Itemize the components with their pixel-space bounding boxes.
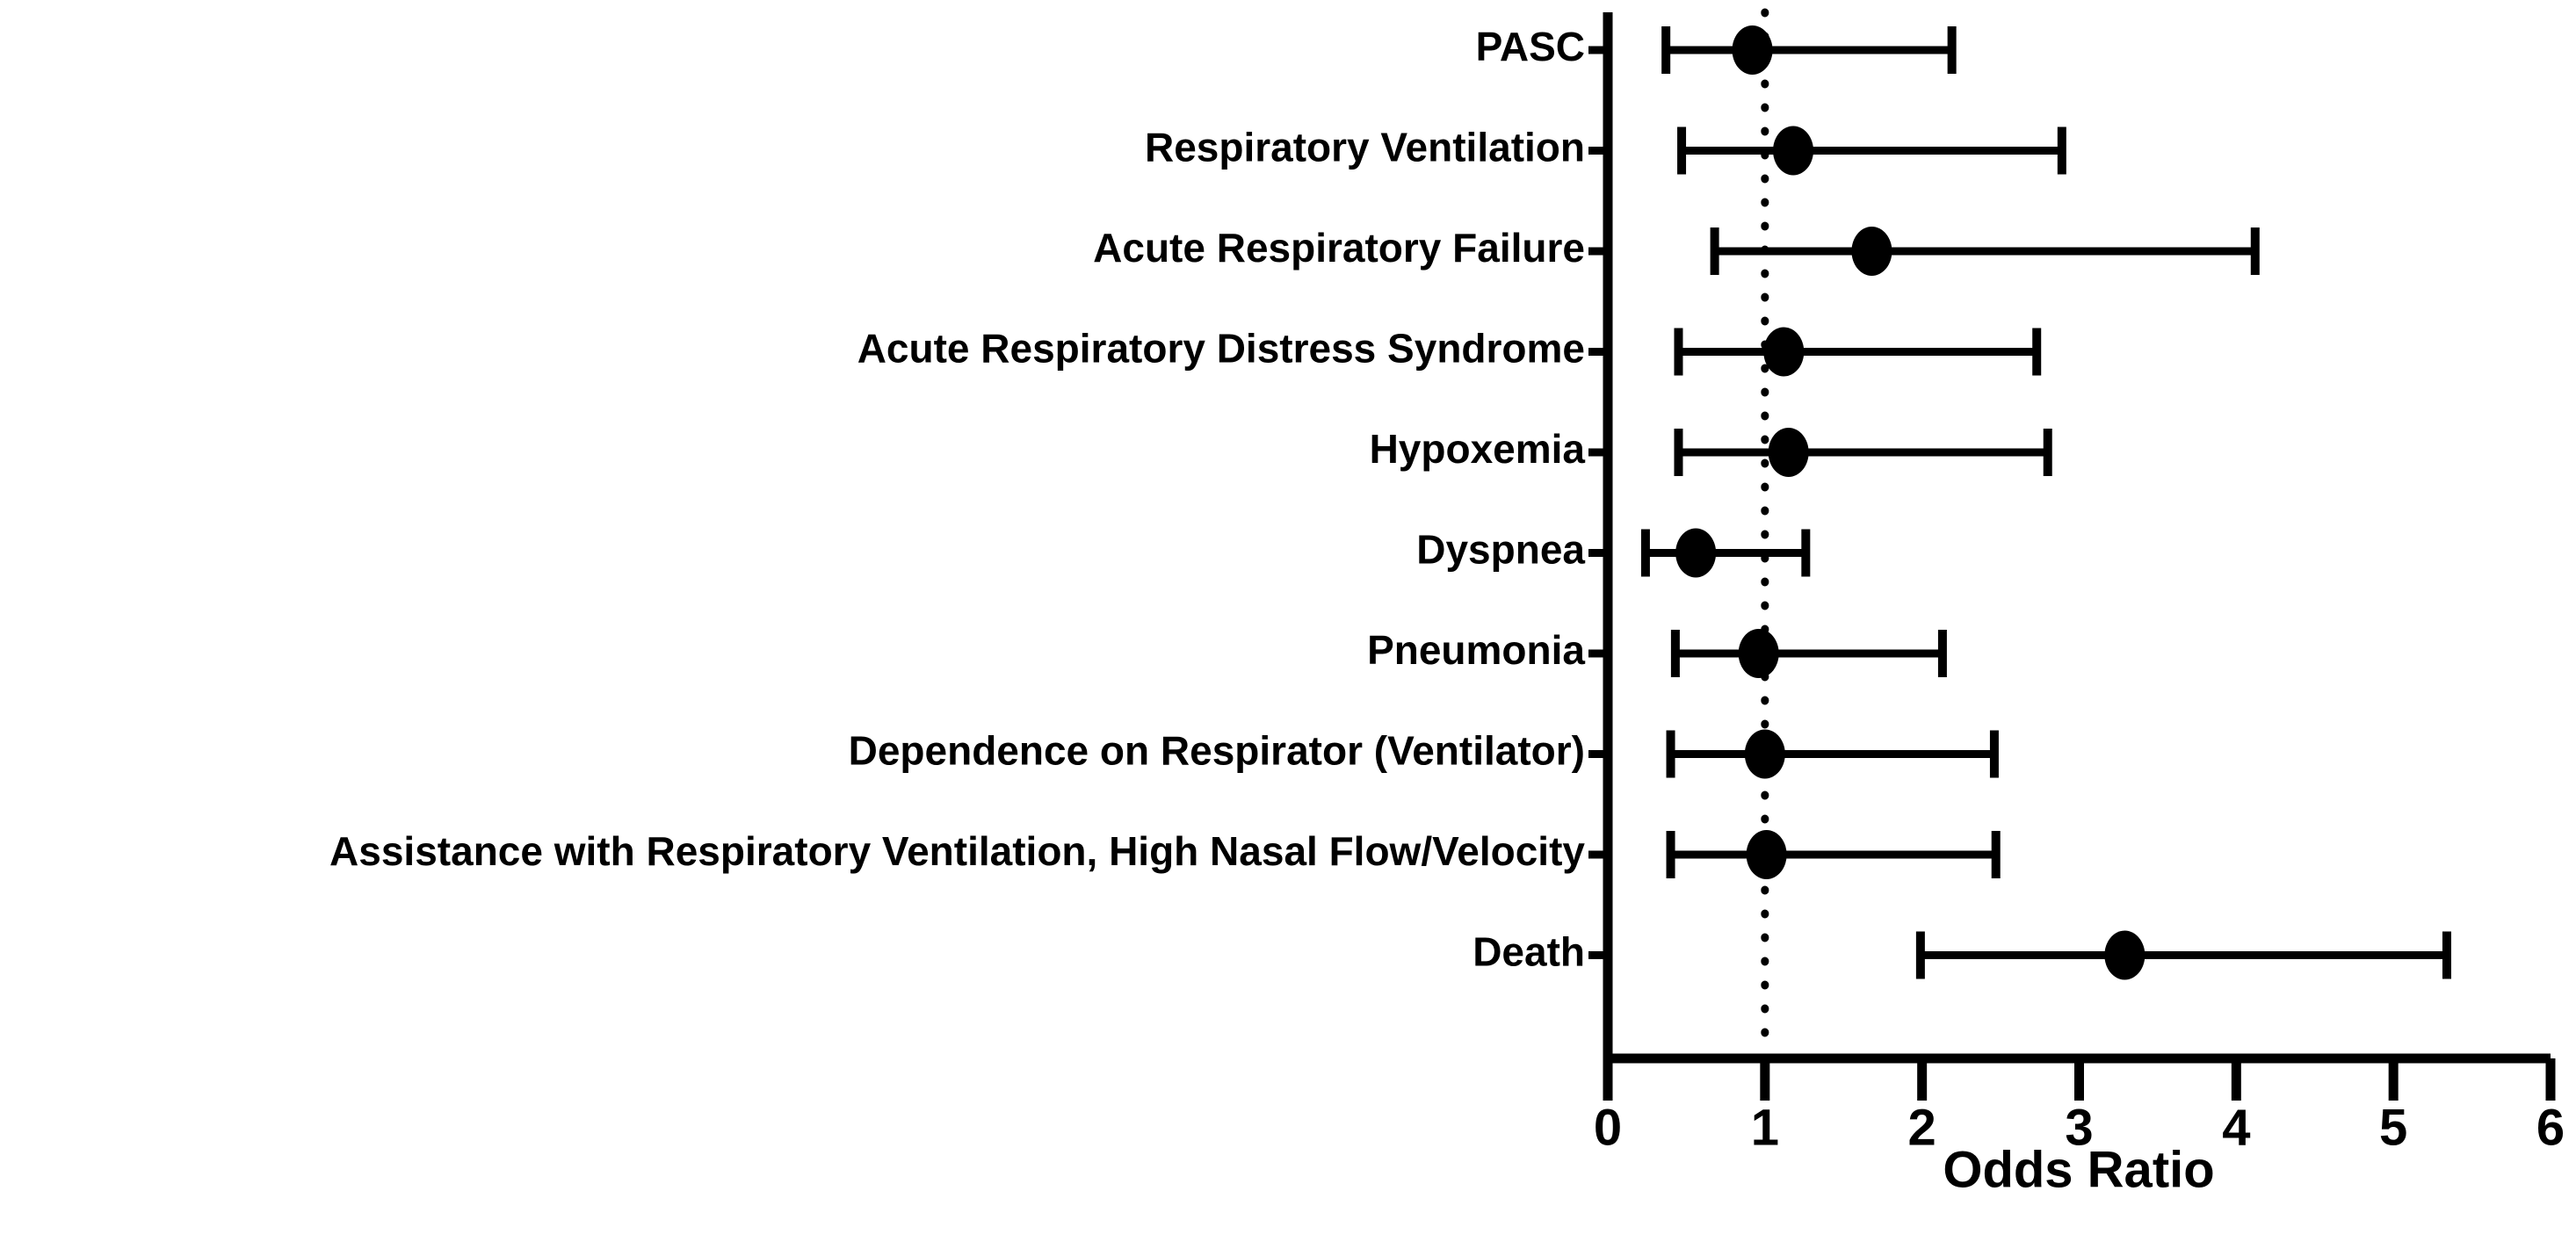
x-axis-tick-label: 3 xyxy=(2065,1100,2093,1157)
x-axis-tick-label: 2 xyxy=(1908,1100,1936,1157)
x-tick-group xyxy=(1603,1058,2556,1101)
data-series-group xyxy=(1640,25,2451,980)
forest-row xyxy=(1674,428,2052,477)
category-label: Dyspnea xyxy=(1416,527,1585,573)
x-axis-tick-label: 6 xyxy=(2536,1100,2565,1157)
forest-row xyxy=(1661,25,1957,75)
axes-group xyxy=(1603,12,2551,1064)
forest-row xyxy=(1677,126,2066,176)
odds-ratio-point xyxy=(2104,930,2145,980)
forest-row xyxy=(1674,327,2042,377)
category-label: Dependence on Respirator (Ventilator) xyxy=(849,728,1585,774)
odds-ratio-point xyxy=(1763,327,1805,377)
x-axis-title: Odds Ratio xyxy=(1943,1142,2214,1199)
forest-row xyxy=(1710,227,2260,276)
category-label: PASC xyxy=(1476,24,1585,69)
forest-row xyxy=(1670,629,1947,678)
category-label: Respiratory Ventilation xyxy=(1145,125,1585,170)
category-label: Hypoxemia xyxy=(1370,426,1586,472)
forest-row xyxy=(1640,528,1811,578)
odds-ratio-point xyxy=(1768,428,1809,477)
category-label: Acute Respiratory Failure xyxy=(1093,225,1585,271)
category-label: Assistance with Respiratory Ventilation,… xyxy=(329,828,1585,874)
category-label: Pneumonia xyxy=(1367,627,1585,673)
x-axis-tick-label: 5 xyxy=(2379,1100,2407,1157)
odds-ratio-point xyxy=(1732,25,1773,75)
odds-ratio-point xyxy=(1773,126,1814,176)
x-axis-tick-label: 4 xyxy=(2222,1100,2250,1157)
odds-ratio-point xyxy=(1744,729,1785,779)
odds-ratio-point xyxy=(1851,227,1892,276)
odds-ratio-point xyxy=(1738,629,1779,678)
forest-row xyxy=(1915,930,2451,980)
forest-row xyxy=(1666,729,1999,779)
odds-ratio-point xyxy=(1675,528,1717,578)
x-tick-label-group: 0 1 2 3 4 5 6 xyxy=(1594,1100,2565,1157)
odds-ratio-point xyxy=(1746,830,1787,879)
category-label: Death xyxy=(1473,929,1585,975)
forest-row xyxy=(1666,830,2001,879)
x-axis-tick-label: 1 xyxy=(1751,1100,1779,1157)
x-axis-tick-label: 0 xyxy=(1594,1100,1622,1157)
category-label: Acute Respiratory Distress Syndrome xyxy=(857,326,1585,372)
